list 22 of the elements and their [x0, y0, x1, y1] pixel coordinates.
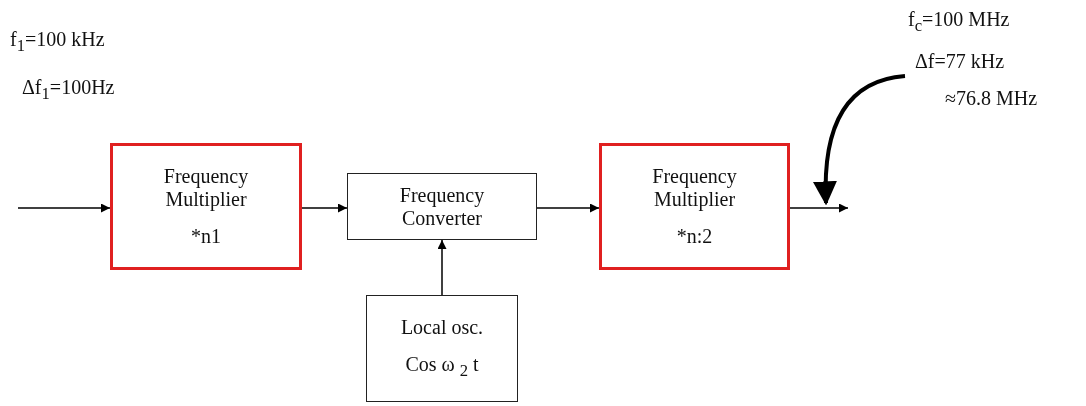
multiplier-block — [599, 143, 790, 270]
block-label: *n:2 — [676, 225, 713, 248]
annotation-text: Δf=77 kHz — [915, 50, 1006, 73]
signal-label: Δf$_{1}$=100Hz — [22, 76, 115, 104]
block-label: *n1 — [191, 225, 221, 248]
annotation-text: f$_{c}$=100 MHz — [908, 8, 1011, 36]
arrow — [17, 203, 111, 213]
annotation-text: ≈76.8 MHz — [945, 87, 1039, 110]
arrow — [536, 203, 600, 213]
multiplier-block — [110, 143, 302, 270]
curved-arrow — [813, 74, 906, 206]
arrow — [789, 203, 849, 213]
process-box — [347, 173, 537, 240]
block-label: Frequency Multiplier — [651, 165, 738, 211]
block-label: Frequency Converter — [398, 183, 486, 230]
arrow — [437, 239, 447, 296]
process-box — [366, 295, 518, 402]
block-label: Cos ω $_{2}$ t — [405, 353, 479, 381]
signal-label: f$_{1}$=100 kHz — [10, 28, 105, 56]
block-label: Frequency Multiplier — [162, 165, 250, 211]
block-label: Local osc. — [400, 316, 484, 340]
arrow — [301, 203, 348, 213]
